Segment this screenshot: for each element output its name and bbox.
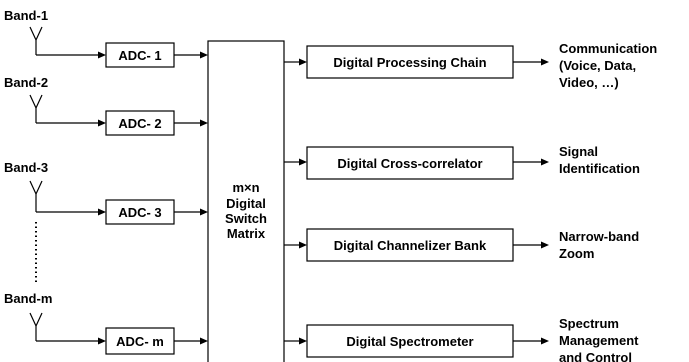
processing-chain-row: Digital Processing Chain Communication (… (284, 41, 657, 90)
switch-matrix-line-3: Switch (225, 211, 267, 226)
adc-m-block (105, 327, 175, 355)
switch-matrix-block (207, 40, 285, 362)
spectrum-management-line-2: Management (559, 333, 639, 348)
band-m-label: Band-m (4, 291, 52, 306)
antenna-icon (29, 180, 43, 212)
adc-2-label: ADC- 2 (118, 116, 161, 131)
digital-channelizer-bank-label: Digital Channelizer Bank (334, 238, 487, 253)
adc-3-label: ADC- 3 (118, 205, 161, 220)
band-3-chain: Band-3 ADC- 3 (4, 160, 208, 225)
band-2-label: Band-2 (4, 75, 48, 90)
band-3-label: Band-3 (4, 160, 48, 175)
communication-output-line-2: (Voice, Data, (559, 58, 636, 73)
spectrum-management-line-1: Spectrum (559, 316, 619, 331)
communication-output-line-1: Communication (559, 41, 657, 56)
adc-m-label: ADC- m (116, 334, 164, 349)
band-2-chain: Band-2 ADC- 2 (4, 75, 208, 136)
cross-correlator-row: Digital Cross-correlator Signal Identifi… (284, 144, 640, 180)
antenna-icon (29, 312, 43, 341)
band-1-label: Band-1 (4, 8, 48, 23)
narrow-band-zoom-line-2: Zoom (559, 246, 594, 261)
digital-spectrometer-label: Digital Spectrometer (346, 334, 473, 349)
switch-matrix: m×n Digital Switch Matrix (207, 40, 285, 362)
spectrum-management-line-3: and Control (559, 350, 632, 362)
signal-identification-line-2: Identification (559, 161, 640, 176)
antenna-icon (29, 26, 43, 55)
digital-cross-correlator-block (306, 146, 514, 180)
digital-channelizer-bank-block (306, 228, 514, 262)
band-m-chain: Band-m ADC- m (4, 291, 208, 355)
switch-matrix-line-4: Matrix (227, 226, 266, 241)
digital-processing-chain-block (306, 45, 514, 79)
spectrometer-row: Digital Spectrometer Spectrum Management… (284, 316, 639, 362)
signal-identification-line-1: Signal (559, 144, 598, 159)
digital-cross-correlator-label: Digital Cross-correlator (337, 156, 482, 171)
narrow-band-zoom-line-1: Narrow-band (559, 229, 639, 244)
band-1-chain: Band-1 ADC- 1 (4, 8, 208, 68)
channelizer-row: Digital Channelizer Bank Narrow-band Zoo… (284, 228, 639, 262)
communication-output-line-3: Video, …) (559, 75, 619, 90)
switch-matrix-line-2: Digital (226, 196, 266, 211)
adc-1-label: ADC- 1 (118, 48, 161, 63)
antenna-icon (29, 94, 43, 123)
digital-processing-chain-label: Digital Processing Chain (333, 55, 486, 70)
switch-matrix-line-1: m×n (232, 180, 259, 195)
